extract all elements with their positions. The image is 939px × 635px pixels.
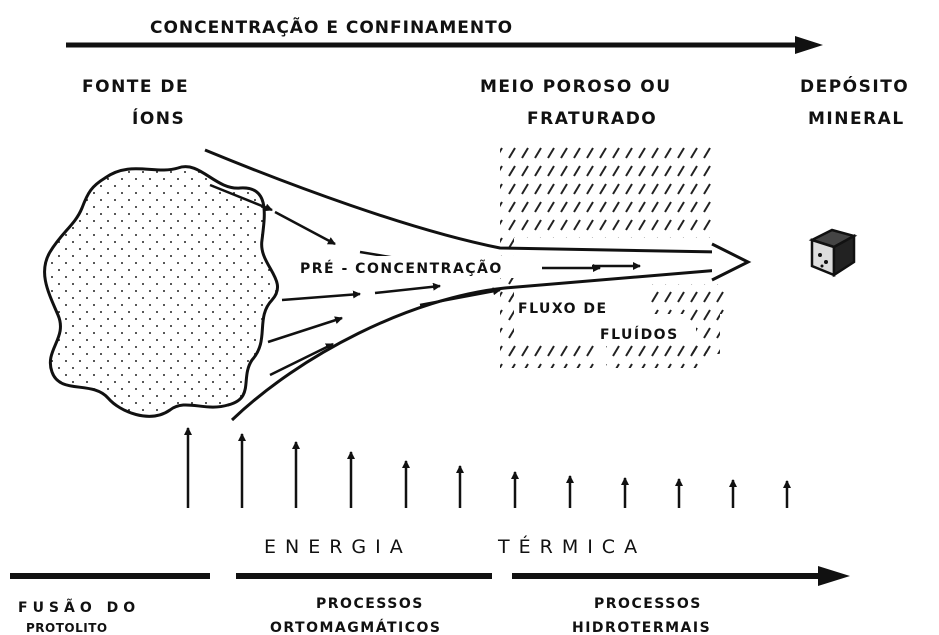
fluid-flow-label-line2: FLUÍDOS	[600, 326, 679, 343]
flow-arrow	[267, 316, 343, 344]
mineral-cube-icon	[808, 228, 858, 278]
main-flow-arrow-head	[711, 242, 752, 282]
stage-3-line1: PROCESSOS	[594, 596, 702, 612]
stage-1-line2: PROTOLITO	[26, 621, 108, 635]
top-arrow-group: CONCENTRAÇÃO E CONFINAMENTO	[66, 15, 823, 54]
bottom-stage-bars	[10, 566, 850, 586]
fluid-flow-label-bg-1	[515, 296, 635, 318]
medium-label: MEIO POROSO OU FRATURADO	[480, 77, 672, 129]
main-flow-arrow	[711, 242, 752, 282]
stage-3-line2: HIDROTERMAIS	[572, 620, 711, 635]
ion-source-blob	[43, 165, 279, 418]
energy-label-word2: TÉRMICA	[497, 535, 646, 558]
deposit-label: DEPÓSITO MINERAL	[800, 75, 909, 129]
source-label-line1: FONTE DE	[82, 77, 189, 97]
funnel-upper-line	[204, 148, 721, 254]
source-label: FONTE DE ÍONS	[82, 77, 189, 129]
source-label-line2: ÍONS	[132, 107, 185, 129]
thermal-arrows	[184, 427, 791, 508]
medium-label-line1: MEIO POROSO OU	[480, 77, 672, 97]
deposit-label-line1: DEPÓSITO	[800, 75, 909, 97]
stage-arrow-head	[818, 566, 850, 586]
stage-label-2: PROCESSOS ORTOMAGMÁTICOS	[270, 596, 441, 635]
flow-arrow	[269, 342, 334, 377]
stage-2-line1: PROCESSOS	[316, 596, 424, 612]
flow-arrow	[281, 290, 361, 302]
preconcentration-label-bg	[296, 256, 542, 278]
stage-2-line2: ORTOMAGMÁTICOS	[270, 619, 441, 635]
flow-arrow	[419, 287, 501, 307]
stage-label-1: FUSÃO DO PROTOLITO	[18, 599, 140, 635]
deposit-label-line2: MINERAL	[808, 109, 905, 129]
flow-funnel	[204, 148, 721, 422]
top-arrow-label: CONCENTRAÇÃO E CONFINAMENTO	[150, 15, 513, 38]
stage-label-3: PROCESSOS HIDROTERMAIS	[572, 596, 711, 635]
medium-label-line2: FRATURADO	[527, 109, 657, 129]
preconcentration-label: PRÉ - CONCENTRAÇÃO	[300, 260, 503, 277]
fluid-flow-label-bg-2	[596, 322, 696, 344]
flow-arrow	[274, 210, 336, 246]
flow-arrow	[209, 183, 273, 212]
stage-1-line1: FUSÃO DO	[18, 599, 140, 616]
funnel-lower-line	[230, 268, 721, 422]
flow-arrow	[374, 282, 441, 295]
top-arrow-head	[795, 36, 823, 54]
fluid-flow-label-line1: FLUXO DE	[518, 301, 608, 317]
energy-label-word1: ENERGIA	[264, 536, 412, 558]
